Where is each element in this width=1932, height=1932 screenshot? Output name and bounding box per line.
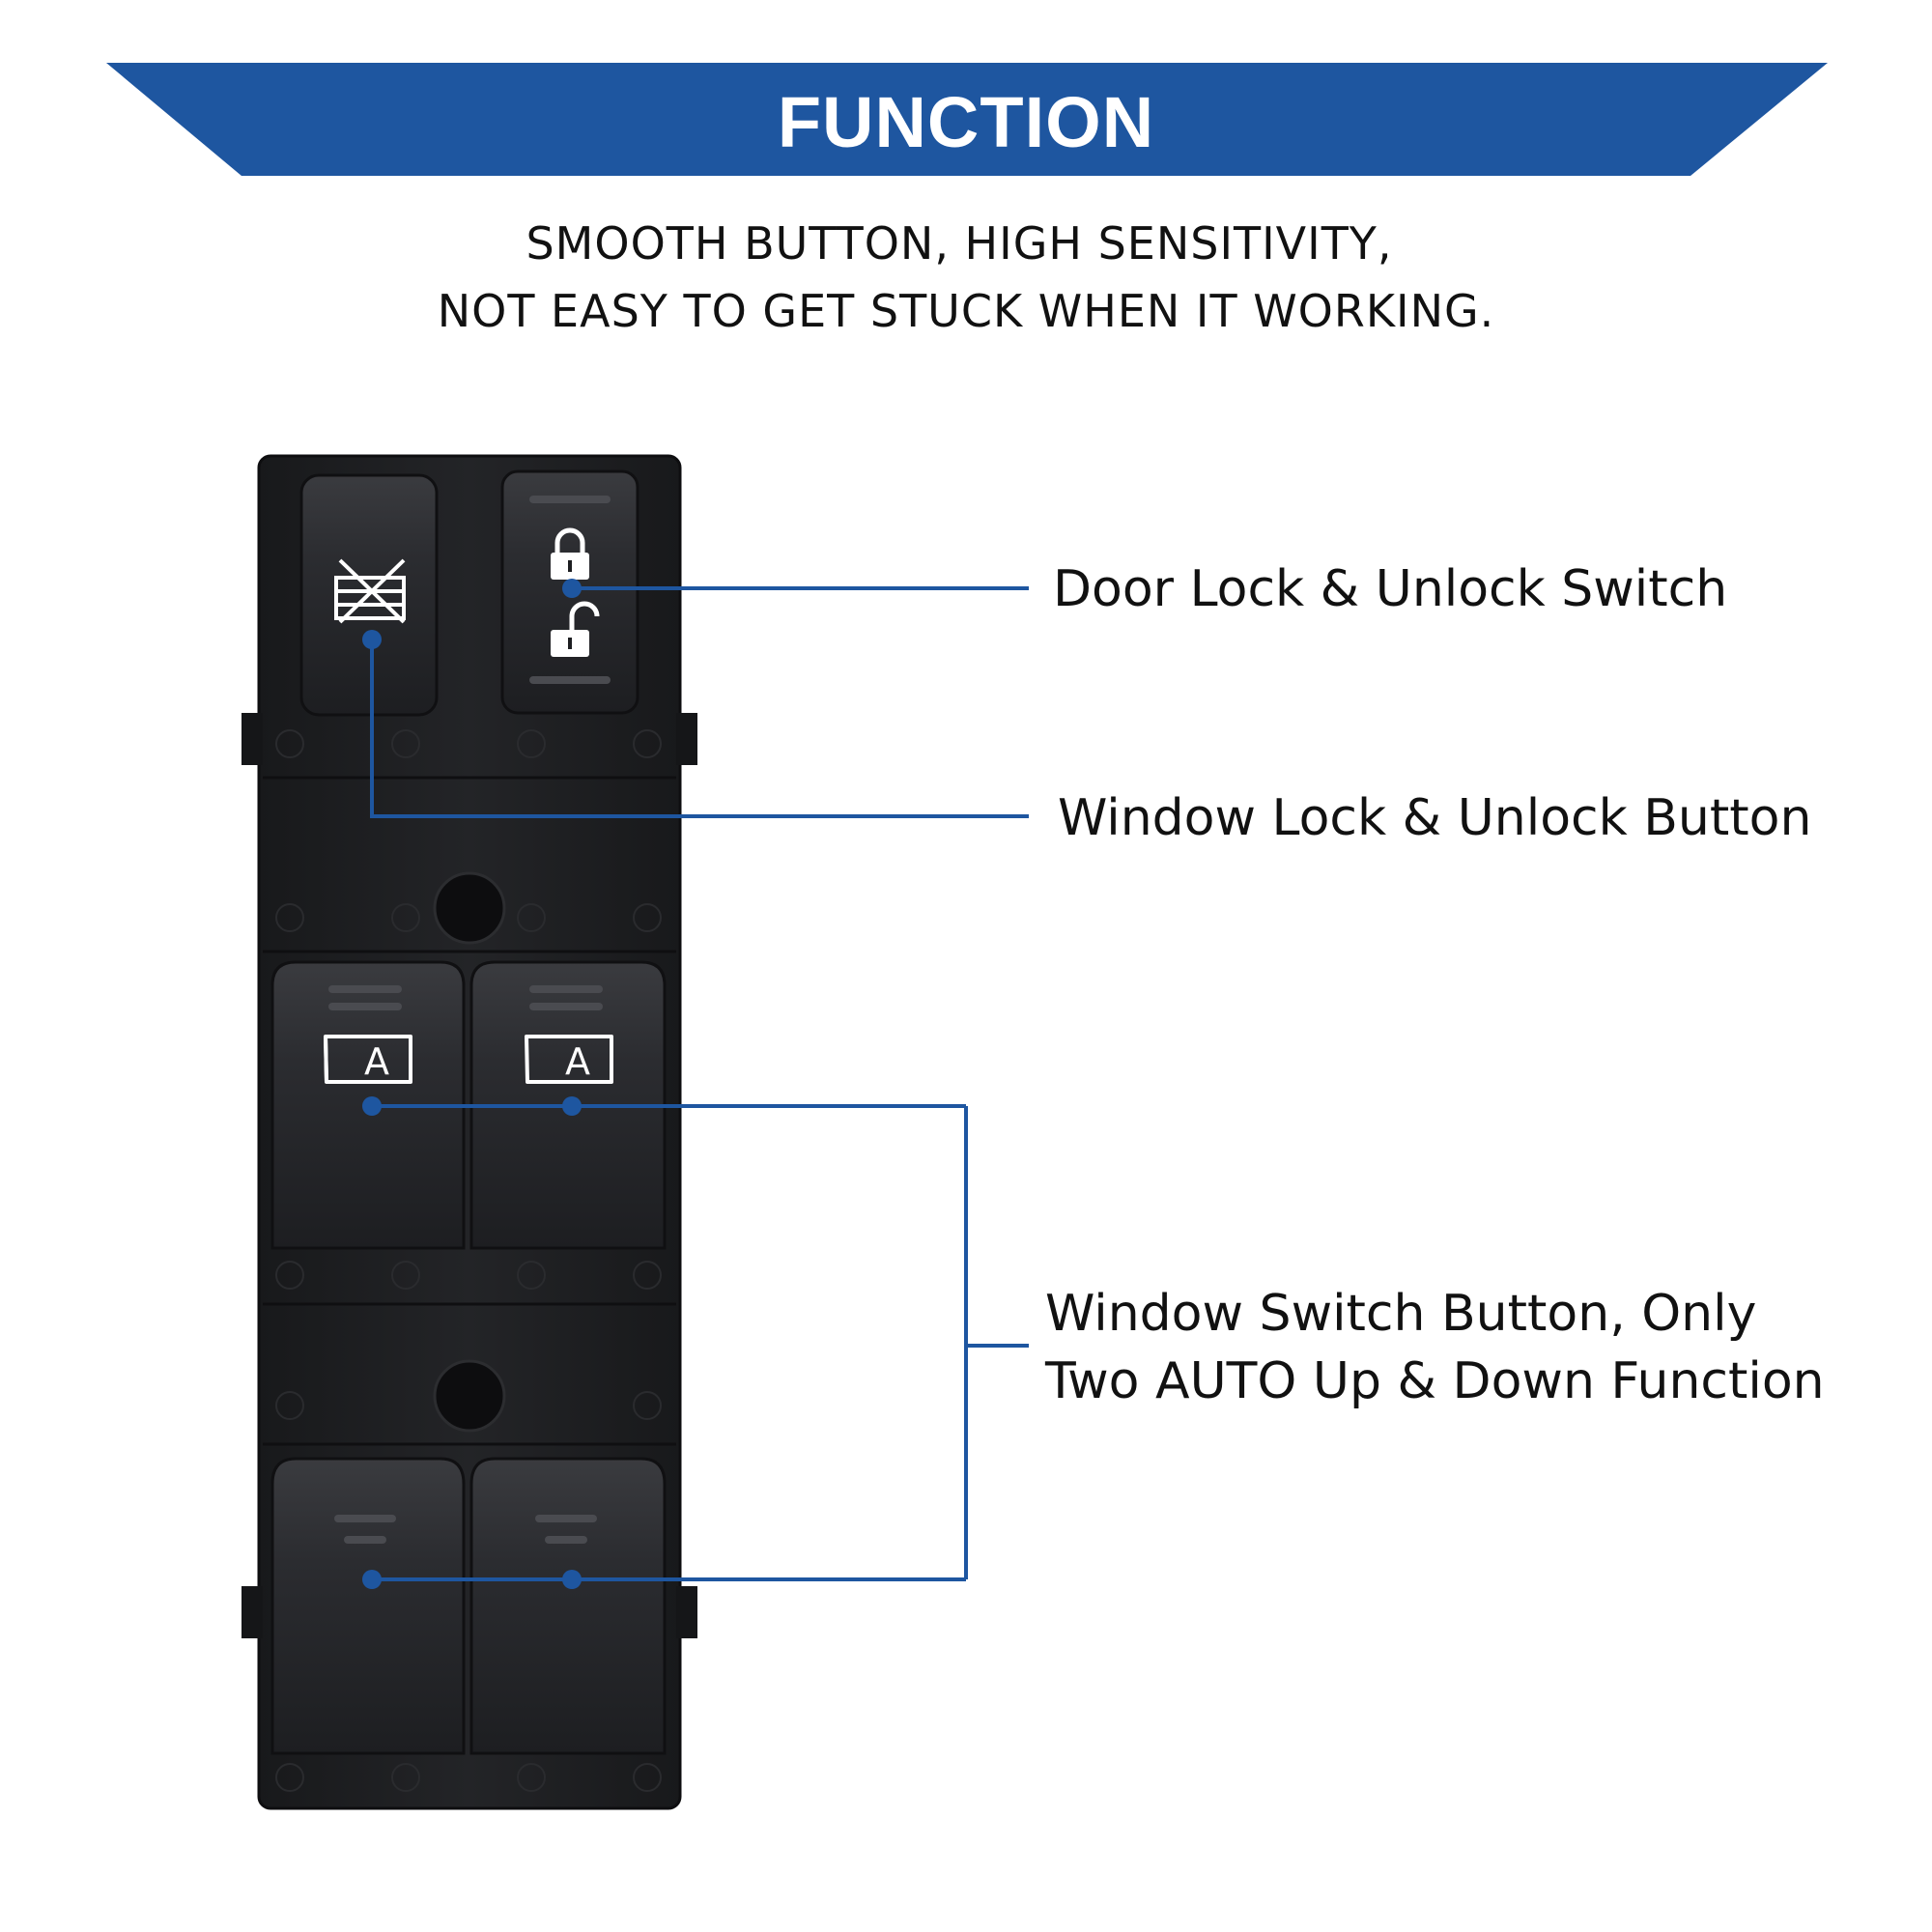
callout-window-lock: Window Lock & Unlock Button [1058,789,1812,847]
subtitle-line-2: NOT EASY TO GET STUCK WHEN IT WORKING. [437,285,1495,337]
lock-open-icon [551,601,600,657]
subtitle-line-1: SMOOTH BUTTON, HIGH SENSITIVITY, [526,217,1393,270]
leader-lines [370,586,1029,1581]
window-lock-icon [334,558,406,624]
header-banner [106,63,1828,176]
callout-window-switch: Window Switch Button, Only Two AUTO Up &… [1045,1280,1825,1415]
auto-label: A [364,1040,389,1083]
callout-door-lock: Door Lock & Unlock Switch [1053,560,1728,618]
callout-window-switch-line-2: Two AUTO Up & Down Function [1045,1352,1825,1410]
callout-window-switch-line-1: Window Switch Button, Only [1045,1285,1757,1343]
window-lock-button[interactable] [299,473,439,717]
auto-window-icon: A [525,1035,613,1084]
leader-dots [362,579,582,1589]
screw-hole [433,1359,506,1433]
auto-window-icon: A [324,1035,412,1084]
lock-closed-icon [551,527,589,580]
auto-label: A [565,1040,590,1083]
page-title: FUNCTION [777,82,1155,162]
screw-hole [433,871,506,945]
window-switch-rear-left[interactable] [270,1457,466,1755]
window-switch-rear-right[interactable] [469,1457,667,1755]
